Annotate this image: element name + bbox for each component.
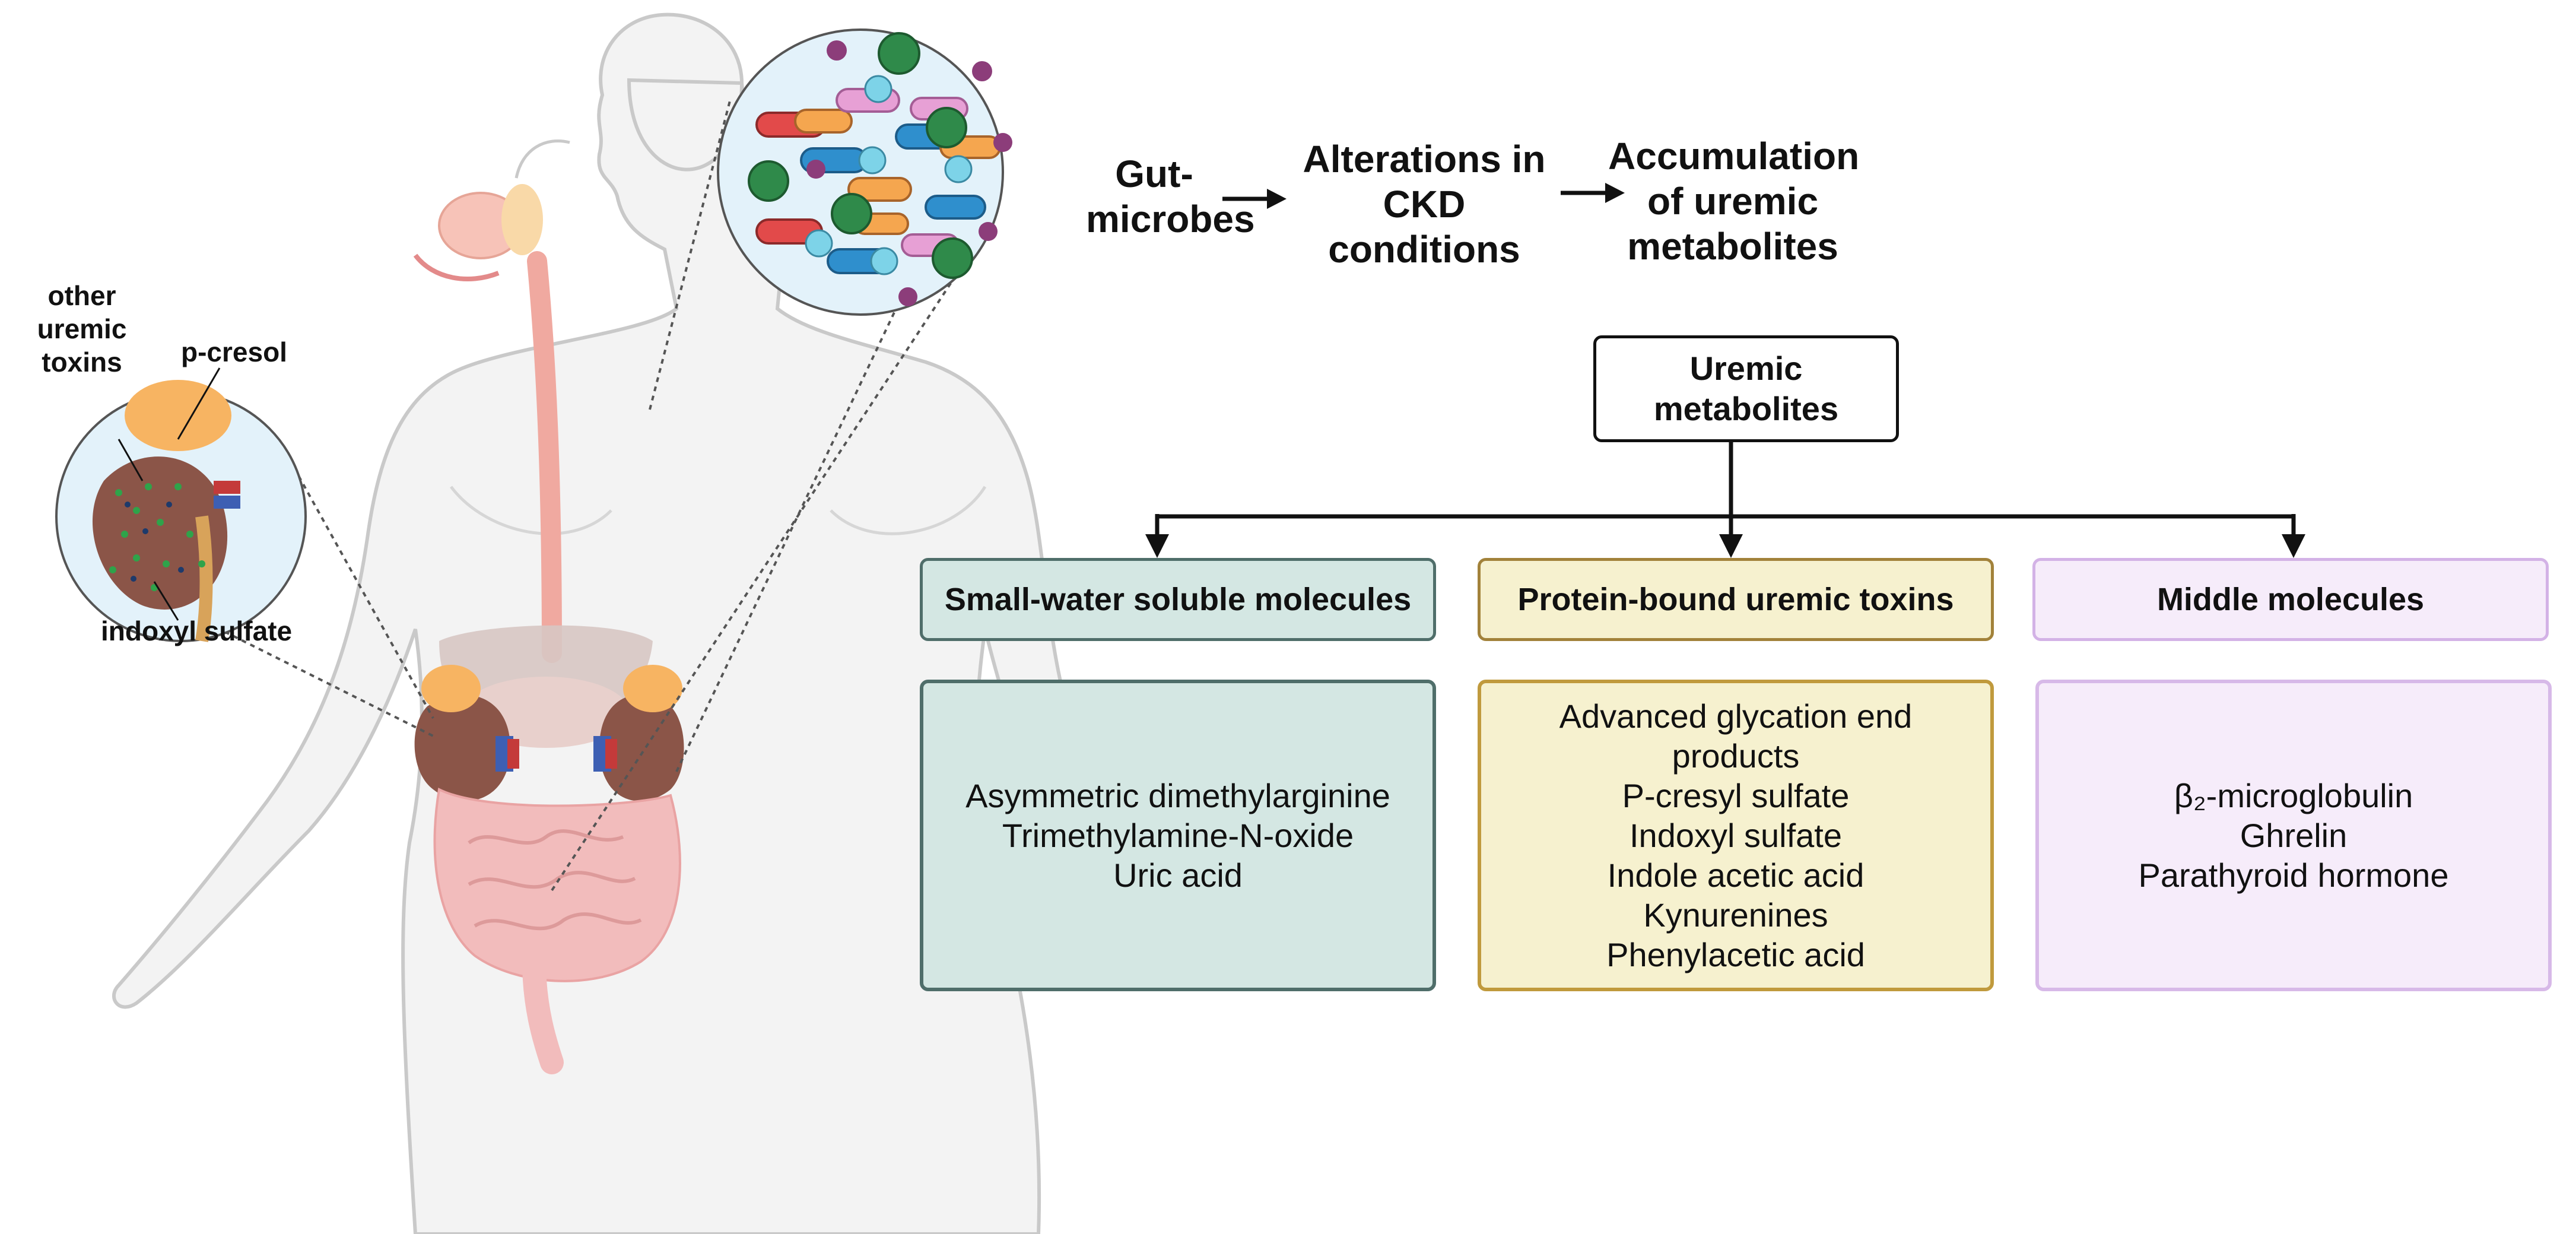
metabolite-item: Asymmetric dimethylarginine <box>965 777 1390 814</box>
uremic-metabolites-box: Uremic metabolites <box>1593 335 1899 442</box>
category-header-middle-molecules: Middle molecules <box>2032 558 2549 641</box>
label-line: other <box>47 280 116 311</box>
flow-arrow-2 <box>1561 183 1625 203</box>
label-line: toxins <box>42 347 122 378</box>
kidney-zoom-circle <box>55 367 307 642</box>
category-list-small-water-soluble: Asymmetric dimethylarginine Trimethylami… <box>920 680 1436 991</box>
flow-line: CKD <box>1383 183 1466 226</box>
label-indoxyl-sulfate: indoxyl sulfate <box>101 616 293 646</box>
label-other-uremic-toxins: other uremic toxins <box>23 279 141 379</box>
root-line: Uremic <box>1689 350 1803 387</box>
flow-line: of uremic <box>1647 180 1819 223</box>
metabolite-item: Advanced glycation end <box>1559 697 1913 735</box>
flow-step-accumulation: Accumulation of uremic metabolites <box>1608 134 1860 269</box>
flow-line: Alterations in <box>1303 138 1546 180</box>
metabolite-item: Parathyroid hormone <box>2138 856 2449 894</box>
flow-line: Accumulation <box>1608 135 1860 177</box>
metabolite-item: Ghrelin <box>2240 817 2348 854</box>
metabolite-item: P-cresyl sulfate <box>1622 777 1850 814</box>
label-line: uremic <box>37 313 127 344</box>
left-kidney <box>414 694 510 801</box>
root-line: metabolites <box>1653 390 1839 427</box>
gut-microbiota-circle <box>717 28 1012 316</box>
metabolite-item: Uric acid <box>1113 856 1243 894</box>
flow-line: metabolites <box>1627 225 1838 268</box>
category-header-small-water-soluble: Small-water soluble molecules <box>920 558 1436 641</box>
zoom-lines <box>148 100 963 892</box>
category-header-protein-bound: Protein-bound uremic toxins <box>1478 558 1994 641</box>
metabolite-item: Phenylacetic acid <box>1606 936 1865 973</box>
abdominal-organs <box>414 625 684 1074</box>
esophagus <box>527 251 562 663</box>
oral-cavity <box>413 184 543 281</box>
flow-arrow-1 <box>1222 189 1287 209</box>
metabolite-item: Indole acetic acid <box>1607 856 1864 894</box>
metabolite-item: Indoxyl sulfate <box>1630 817 1842 854</box>
metabolite-item: Kynurenines <box>1643 896 1828 934</box>
label-p-cresol: p-cresol <box>181 337 287 367</box>
category-list-middle-molecules: β₂-microglobulin Ghrelin Parathyroid hor… <box>2035 680 2552 991</box>
flow-line: Gut- <box>1115 153 1193 195</box>
category-list-protein-bound: Advanced glycation end products P-cresyl… <box>1478 680 1994 991</box>
flow-line: conditions <box>1328 228 1520 271</box>
metabolite-item: products <box>1672 737 1800 775</box>
metabolite-item: β₂-microglobulin <box>2174 777 2413 814</box>
flow-step-alterations: Alterations in CKD conditions <box>1285 137 1564 272</box>
metabolite-item: Trimethylamine-N-oxide <box>1002 817 1354 854</box>
